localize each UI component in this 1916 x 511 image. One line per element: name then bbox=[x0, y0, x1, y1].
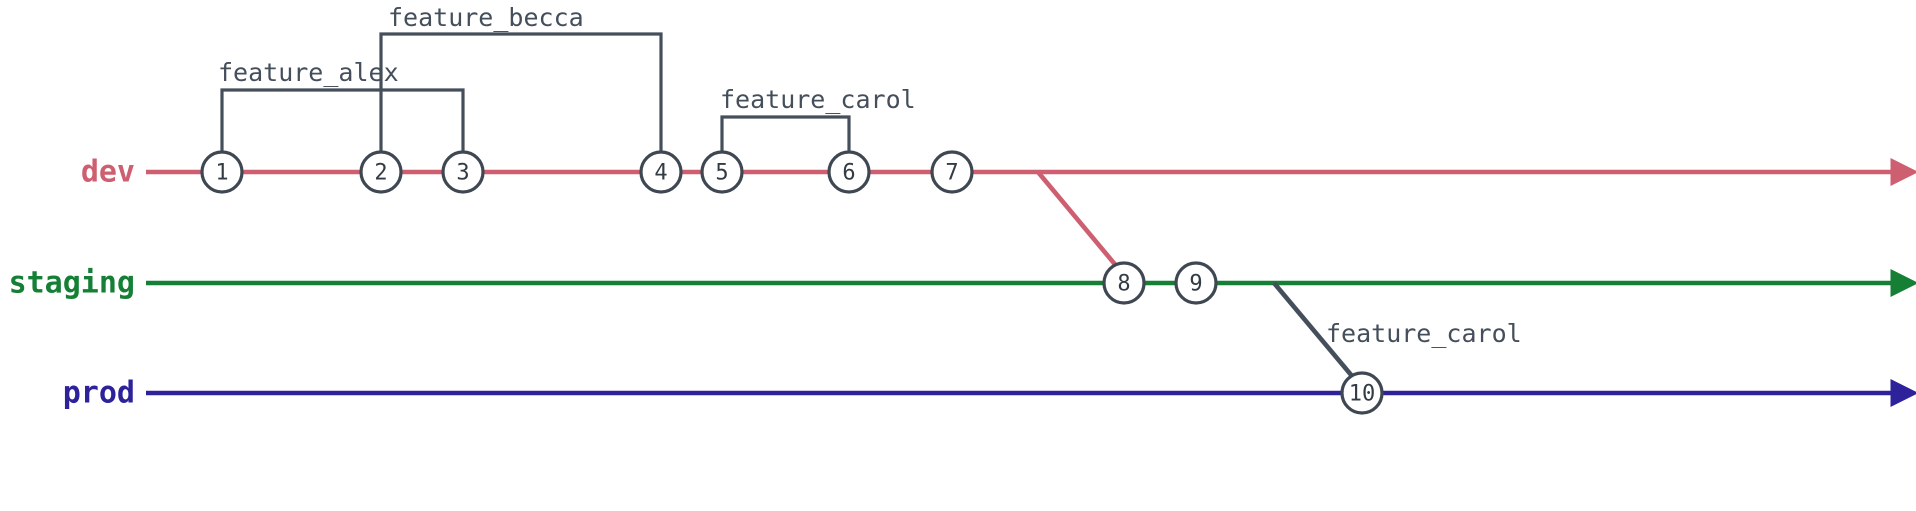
commit-node-7[interactable]: 7 bbox=[930, 150, 974, 194]
feature-label-feature-alex: feature_alex bbox=[218, 58, 399, 87]
feature-label-feature-carol: feature_carol bbox=[720, 85, 916, 114]
commit-nodes-group: 1 2 3 4 5 6 7 8 9 10 bbox=[200, 150, 1384, 415]
commit-circle-9[interactable] bbox=[1174, 261, 1218, 305]
branch-labels-group: dev staging prod bbox=[9, 155, 135, 411]
commit-circle-8[interactable] bbox=[1102, 261, 1146, 305]
commit-node-10[interactable]: 10 bbox=[1340, 371, 1384, 415]
commit-number-6: 6 bbox=[842, 161, 855, 186]
feature-bracket-feature-becca bbox=[379, 32, 663, 152]
merge-lines-group: feature_carol bbox=[1036, 170, 1522, 378]
branch-lines-group bbox=[146, 157, 1916, 408]
commit-number-2: 2 bbox=[374, 161, 387, 186]
commit-number-3: 3 bbox=[456, 161, 469, 186]
commit-node-4[interactable]: 4 bbox=[639, 150, 683, 194]
commit-circle-2[interactable] bbox=[359, 150, 403, 194]
commit-circle-1[interactable] bbox=[200, 150, 244, 194]
commit-circle-6[interactable] bbox=[827, 150, 871, 194]
feature-labels-group: feature_alex feature_becca feature_carol bbox=[218, 3, 916, 114]
commit-node-2[interactable]: 2 bbox=[359, 150, 403, 194]
deploy-label-feature-carol: feature_carol bbox=[1326, 319, 1522, 348]
commit-number-9: 9 bbox=[1189, 272, 1202, 297]
commit-number-10: 10 bbox=[1349, 382, 1376, 407]
commit-number-7: 7 bbox=[945, 161, 958, 186]
branch-label-dev: dev bbox=[81, 155, 135, 190]
commit-circle-7[interactable] bbox=[930, 150, 974, 194]
commit-number-1: 1 bbox=[215, 161, 228, 186]
commit-circle-5[interactable] bbox=[700, 150, 744, 194]
commit-circle-3[interactable] bbox=[441, 150, 485, 194]
commit-number-8: 8 bbox=[1117, 272, 1130, 297]
branch-label-prod: prod bbox=[63, 376, 135, 411]
commit-circle-10[interactable] bbox=[1340, 371, 1384, 415]
feature-bracket-feature-carol bbox=[720, 115, 851, 152]
commit-circle-4[interactable] bbox=[639, 150, 683, 194]
branch-label-staging: staging bbox=[9, 266, 135, 301]
commit-node-9[interactable]: 9 bbox=[1174, 261, 1218, 305]
feature-bracket-feature-alex bbox=[220, 88, 465, 152]
commit-node-1[interactable]: 1 bbox=[200, 150, 244, 194]
merge-line-dev-to-staging bbox=[1036, 170, 1120, 270]
commit-number-4: 4 bbox=[654, 161, 667, 186]
commit-node-6[interactable]: 6 bbox=[827, 150, 871, 194]
commit-node-3[interactable]: 3 bbox=[441, 150, 485, 194]
commit-node-8[interactable]: 8 bbox=[1102, 261, 1146, 305]
commit-node-5[interactable]: 5 bbox=[700, 150, 744, 194]
feature-label-feature-becca: feature_becca bbox=[388, 3, 584, 32]
deploy-line-staging-to-prod bbox=[1272, 281, 1354, 378]
commit-number-5: 5 bbox=[715, 161, 728, 186]
feature-brackets-group bbox=[220, 32, 851, 152]
